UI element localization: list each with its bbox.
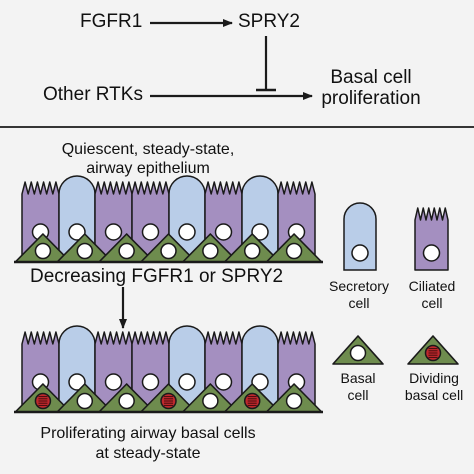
legend-secretory-nucleus	[351, 244, 369, 262]
bottom-caption-line1: Proliferating airway basal cells	[40, 425, 256, 442]
legend-ciliated-nucleus	[422, 244, 441, 262]
spry2-label: SPRY2	[238, 11, 300, 32]
basal-cell-nucleus	[118, 392, 135, 410]
secretory-cell-nucleus	[68, 223, 86, 241]
basal-cell-nucleus	[243, 242, 261, 260]
legend-secretory-line1: Secretory	[329, 278, 389, 294]
ciliated-cell-nucleus	[214, 373, 233, 391]
legend-basal-nucleus	[349, 344, 367, 362]
basal-cell-nucleus	[76, 392, 94, 410]
legend-secretory-line2: cell	[348, 295, 370, 311]
basal-cell-nucleus	[285, 242, 303, 260]
secretory-cell-nucleus	[251, 223, 269, 241]
legend-dividing-line1: Dividing	[409, 370, 459, 386]
legend-basal-line2: cell	[347, 387, 369, 403]
bottom-caption-line2: at steady-state	[95, 445, 201, 462]
basal-cell-nucleus	[202, 242, 219, 260]
fgfr1-label: FGFR1	[80, 11, 143, 32]
ciliated-cell-nucleus	[104, 373, 123, 391]
basal-cell-nucleus	[76, 242, 94, 260]
secretory-cell-nucleus	[178, 373, 196, 391]
secretory-cell-nucleus	[68, 373, 86, 391]
top-caption-line2: airway epithelium	[86, 160, 210, 177]
quiescent-epithelium	[14, 175, 323, 264]
legend-ciliated-line1: Ciliated	[408, 278, 456, 294]
top-caption-line1: Quiescent, steady-state,	[61, 141, 235, 158]
basal-cell-nucleus	[160, 242, 177, 260]
transition-label: Decreasing FGFR1 or SPRY2	[28, 266, 286, 287]
ciliated-cell-nucleus	[141, 223, 160, 241]
legend-dividing-line2: basal cell	[404, 387, 464, 403]
proliferating-epithelium	[14, 325, 323, 414]
secretory-cell-nucleus	[251, 373, 269, 391]
ciliated-cell-nucleus	[104, 223, 123, 241]
basal-cell-nucleus	[34, 242, 52, 260]
legend	[332, 202, 459, 365]
legend-ciliated-line2: cell	[421, 295, 443, 311]
basal-cell-nucleus	[118, 242, 135, 260]
ciliated-cell-nucleus	[141, 373, 160, 391]
outcome-label-line2: proliferation	[321, 88, 421, 109]
other-rtks-label: Other RTKs	[43, 84, 143, 105]
legend-basal-line1: Basal	[340, 370, 376, 386]
ciliated-cell-nucleus	[214, 223, 233, 241]
basal-cell-nucleus	[202, 392, 219, 410]
outcome-label-line1: Basal cell	[330, 67, 412, 88]
secretory-cell-nucleus	[178, 223, 196, 241]
basal-cell-nucleus	[285, 392, 303, 410]
